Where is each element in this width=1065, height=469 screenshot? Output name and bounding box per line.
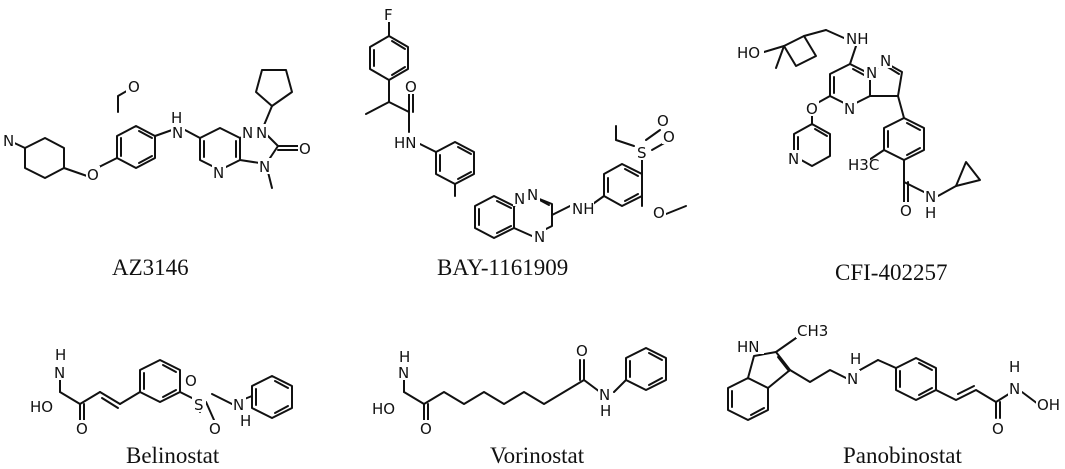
atom-label: O [653,204,665,222]
atom-label: H [925,204,936,222]
atom-label: H [399,348,410,366]
atom-label: O [657,112,669,130]
compound-name: AZ3146 [112,255,189,280]
atom-label: N [398,364,409,382]
atom-label: N [213,164,224,182]
atom-label: HO [372,400,395,418]
compound-name: CFI-402257 [835,260,947,285]
atom-label: O [128,78,140,96]
atom-label: O [209,420,221,438]
atom-label: N [844,100,855,118]
atom-label: O [405,78,417,96]
atom-label: N [925,188,936,206]
compound-name: BAY-1161909 [437,255,568,280]
atom-label: F [384,6,393,24]
atom-label: HN [394,134,417,152]
atom-label: HN [737,338,760,356]
atom-label: O [76,420,88,438]
atom-label: O [299,140,311,158]
structure-panobinostat: HN CH3 H N H N OH O Panobinostat [727,322,1062,468]
atom-label: H [240,412,251,430]
atom-label: N [847,370,858,388]
structure-vorinostat: H N HO O O N H Vorinostat [370,342,667,468]
atom-label: H [600,402,611,420]
atom-label: S [637,144,647,162]
atom-label: O [185,372,197,390]
compound-name: Belinostat [126,443,220,468]
atom-label: O [663,128,675,146]
atom-label: HO [737,44,760,62]
atom-label: N [534,228,545,246]
atom-label: HO [30,398,53,416]
compound-name: Vorinostat [490,443,585,468]
atom-label: O [992,420,1004,438]
structure-az3146: N O O H N N N N N O AZ3146 [1,69,312,280]
atom-label: S [194,396,204,414]
atom-label: H3C [848,156,879,174]
atom-label: N [172,124,183,142]
atom-label: O [420,420,432,438]
atom-label: N [54,364,65,382]
atom-label: N [256,124,267,142]
atom-label: H [850,350,861,368]
atom-label: O [806,100,818,118]
atom-label: N [3,132,14,150]
atom-label: N [788,150,799,168]
atom-label: H [55,346,66,364]
atom-label: N [866,64,877,82]
structure-cfi-402257: HO NH N N N O N H3C O N H CFI-402257 [736,29,981,285]
atom-label: N [233,396,244,414]
atom-label: O [576,342,588,360]
atom-label: NH [846,30,869,48]
atom-label: CH3 [797,322,828,340]
atom-label: N [1009,380,1020,398]
atom-label: H [1009,358,1020,376]
structure-belinostat: H N HO O S O O N H Belinostat [28,346,293,468]
atom-label: OH [1037,396,1060,414]
compound-name: Panobinostat [843,443,962,468]
atom-label: N [599,386,610,404]
atom-label: N [527,186,538,204]
atom-label: NH [572,200,595,218]
atom-label: O [900,202,912,220]
atom-label: N [242,124,253,142]
atom-label: N [259,158,270,176]
structure-bay-1161909: F O HN N N N NH O S O O BAY-1161909 [365,6,687,280]
atom-label: N [514,190,525,208]
atom-label: N [880,52,891,70]
atom-label: O [87,166,99,184]
atom-label: H [171,109,182,127]
